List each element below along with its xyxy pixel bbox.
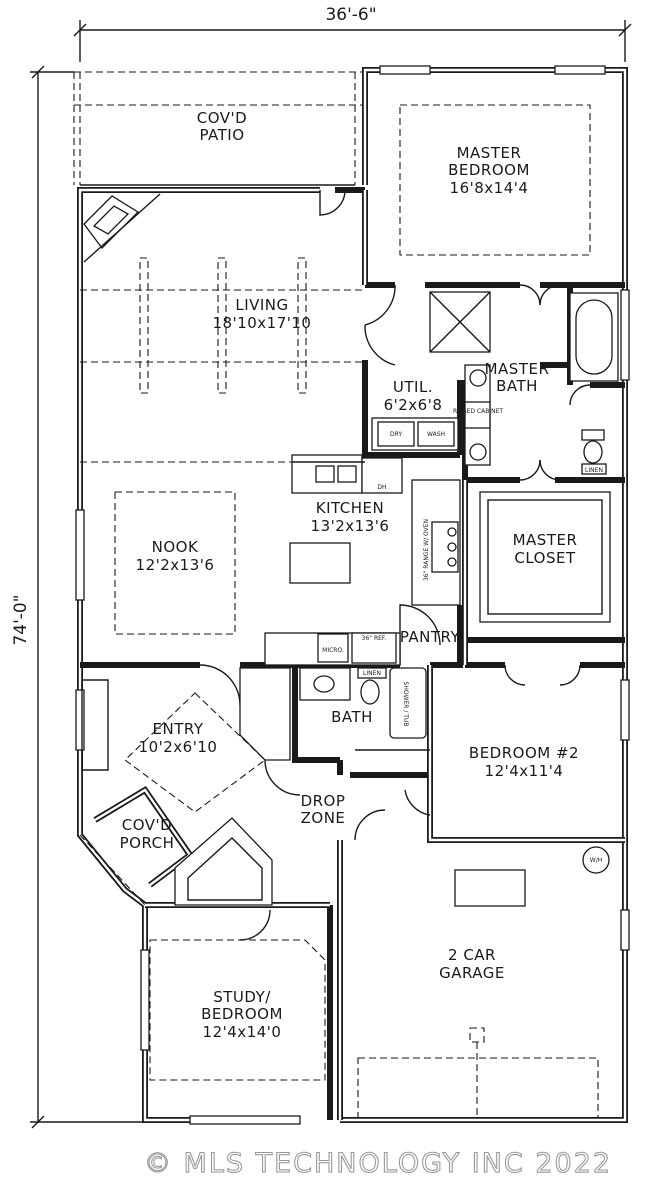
linen-label-bath: LINEN <box>363 670 381 677</box>
range-icon <box>431 521 459 573</box>
master-bedroom-label: MASTER <box>457 144 522 162</box>
nook-ceiling <box>114 491 236 635</box>
study-label: STUDY/ <box>213 988 271 1006</box>
width-dimension-line <box>73 20 632 62</box>
garage-label-2: GARAGE <box>439 964 505 982</box>
washer-dryer <box>371 417 459 451</box>
kitchen-size: 13'2x13'6 <box>311 517 390 535</box>
master-bath-vanity <box>464 364 491 466</box>
kitchen-label: KITCHEN <box>316 499 385 517</box>
utility-size: 6'2x6'8 <box>384 396 443 414</box>
kitchen-sink-icon <box>315 465 357 483</box>
porch-outline <box>79 785 195 906</box>
depth-dimension-line <box>30 65 150 1129</box>
shower-icon <box>429 291 491 353</box>
drop-zone-label-2: ZONE <box>301 809 346 827</box>
water-heater-label: W/H <box>590 857 602 864</box>
master-closet-shelving <box>479 491 611 623</box>
linen-closet-master <box>581 463 607 475</box>
living-ceiling-beams <box>80 257 365 394</box>
width-dimension: 36'-6" <box>325 5 376 25</box>
pantry-label: PANTRY <box>400 628 461 646</box>
garage-label: 2 CAR <box>448 946 496 964</box>
fireplace-icon <box>83 193 161 263</box>
living-size: 18'10x17'10 <box>213 314 312 332</box>
master-bedroom-label-2: BEDROOM <box>448 161 530 179</box>
linen-label-master: LINEN <box>585 467 603 474</box>
study-size: 12'4x14'0 <box>203 1023 282 1041</box>
study-label-2: BEDROOM <box>201 1005 283 1023</box>
nook-size: 12'2x13'6 <box>136 556 215 574</box>
hall-bath-fixtures <box>299 667 430 751</box>
washer-label: WASH <box>427 431 445 438</box>
garage-fixtures <box>357 846 610 1119</box>
master-closet-label: MASTER <box>513 531 578 549</box>
living-label: LIVING <box>235 296 288 314</box>
drop-zone-label: DROP <box>301 792 346 810</box>
porch-label-2: PORCH <box>120 834 175 852</box>
bedroom2-size: 12'4x11'4 <box>485 762 564 780</box>
refrigerator <box>351 632 397 664</box>
master-bath-label: MASTER <box>485 360 550 378</box>
shower-tub-label: SHOWER / TUB <box>402 682 409 727</box>
bath-label: BATH <box>331 708 373 726</box>
study-ceiling <box>149 939 326 1081</box>
patio-label: COV'D <box>197 109 247 127</box>
dryer-label: DRY <box>390 431 402 438</box>
depth-dimension: 74'-0" <box>11 594 31 645</box>
microwave-label: MICRO. <box>322 647 344 654</box>
bedroom2-label: BEDROOM #2 <box>469 744 579 762</box>
raised-cabinet-label: RAISED CABINET <box>453 408 503 415</box>
microwave <box>317 633 349 663</box>
patio-label-2: PATIO <box>199 126 244 144</box>
dishwasher-label: DH <box>377 484 386 491</box>
master-bedroom-size: 16'8x14'4 <box>450 179 529 197</box>
utility-label: UTIL. <box>393 378 433 396</box>
toilet-icon <box>581 429 605 464</box>
refrigerator-label: 36" REF. <box>362 635 387 642</box>
range-label: 36" RANGE W/ OVEN <box>423 519 430 581</box>
master-bedroom-ceiling <box>399 104 591 256</box>
porch-label: COV'D <box>122 816 172 834</box>
nook-label: NOOK <box>152 538 199 556</box>
patio-outline <box>73 71 365 186</box>
entry-label: ENTRY <box>153 720 204 738</box>
entry-ceiling <box>124 692 266 813</box>
master-bath-label-2: BATH <box>496 377 538 395</box>
bathtub-icon <box>569 292 619 382</box>
exterior-walls <box>77 67 628 1123</box>
windows <box>75 65 630 1125</box>
entry-size: 10'2x6'10 <box>139 738 218 756</box>
entry-closet <box>81 667 291 771</box>
master-closet-label-2: CLOSET <box>514 549 576 567</box>
copyright-watermark: © MLS TECHNOLOGY INC 2022 <box>144 1148 612 1179</box>
study-bay <box>174 817 273 906</box>
